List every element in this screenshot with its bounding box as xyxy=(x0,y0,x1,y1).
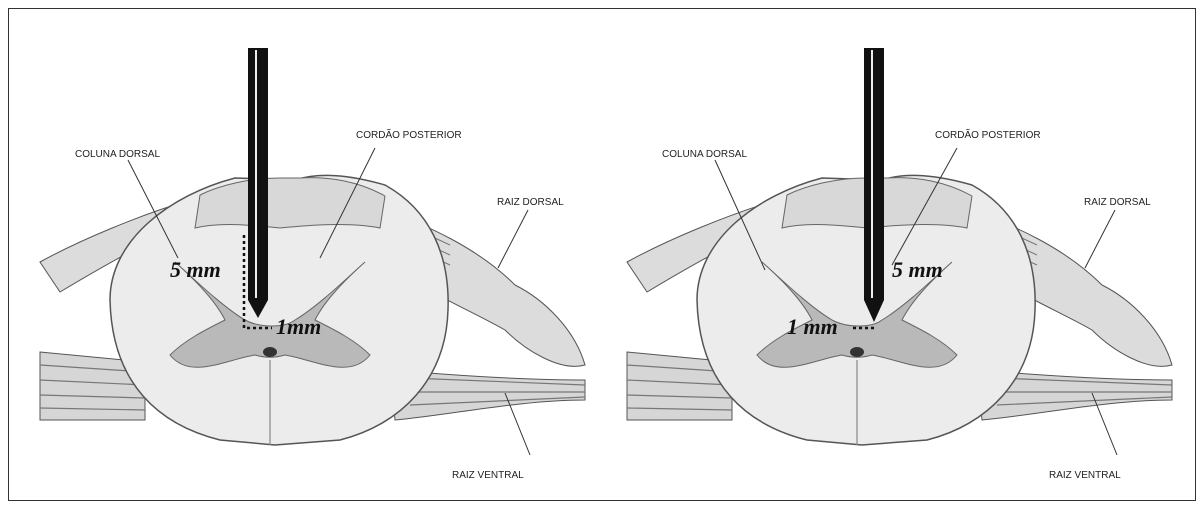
left-panel: COLUNA DORSAL CORDÃO POSTERIOR RAIZ DORS… xyxy=(0,0,602,509)
spinal-cord xyxy=(110,175,448,445)
left-diagram: COLUNA DORSAL CORDÃO POSTERIOR RAIZ DORS… xyxy=(0,0,602,509)
depth-measurement-label: 5 mm xyxy=(170,257,221,282)
label-cordao-posterior: CORDÃO POSTERIOR xyxy=(356,128,462,141)
depth-measurement-label: 5 mm xyxy=(892,257,943,282)
right-diagram: COLUNA DORSAL CORDÃO POSTERIOR RAIZ DORS… xyxy=(587,0,1189,509)
label-coluna-dorsal: COLUNA DORSAL xyxy=(75,149,160,160)
label-coluna-dorsal: COLUNA DORSAL xyxy=(662,149,747,160)
needle xyxy=(248,48,268,318)
offset-measurement-label: 1mm xyxy=(276,314,321,339)
label-raiz-ventral: RAIZ VENTRAL xyxy=(1049,470,1121,481)
offset-measurement-label: 1 mm xyxy=(787,314,838,339)
label-raiz-ventral: RAIZ VENTRAL xyxy=(452,470,524,481)
right-panel: COLUNA DORSAL CORDÃO POSTERIOR RAIZ DORS… xyxy=(587,0,1189,509)
label-cordao-posterior: CORDÃO POSTERIOR xyxy=(935,128,1041,141)
label-raiz-dorsal: RAIZ DORSAL xyxy=(497,197,564,208)
needle xyxy=(864,48,884,322)
label-raiz-dorsal: RAIZ DORSAL xyxy=(1084,197,1151,208)
